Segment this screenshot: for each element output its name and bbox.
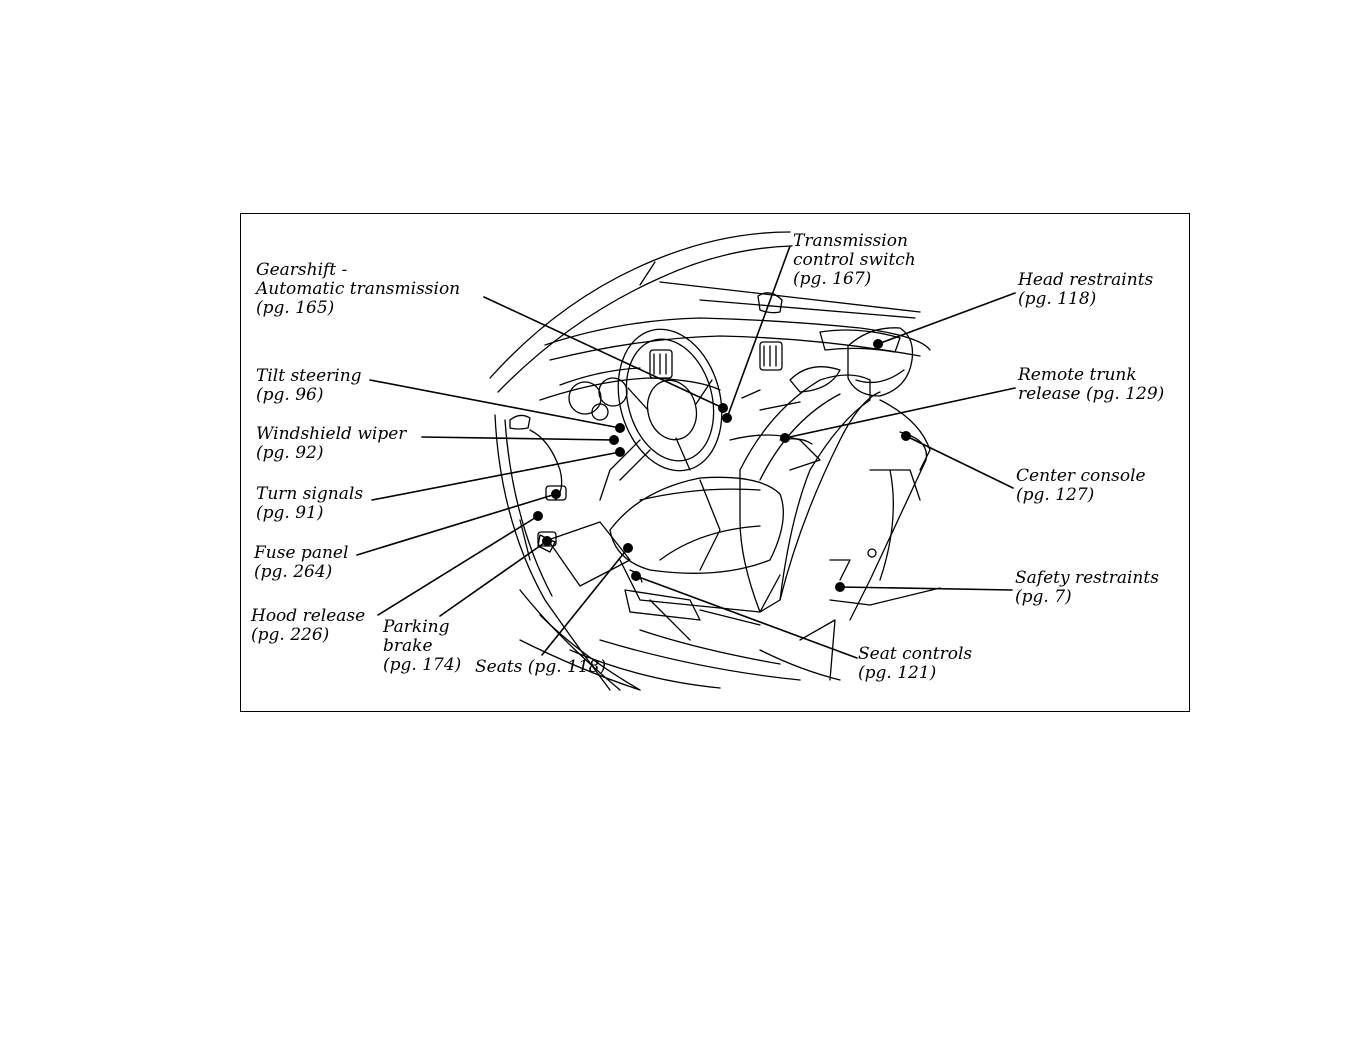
callout-seats: Seats (pg. 118) [475,658,606,677]
callout-transmission-switch-line2: control switch [793,250,916,270]
callout-center-console: Center console (pg. 127) [1016,467,1146,505]
callout-fuse-panel: Fuse panel (pg. 264) [254,544,348,582]
callout-transmission-switch: Transmission control switch (pg. 167) [793,232,916,289]
callout-gearshift-line1: Gearshift - [256,260,348,280]
callout-seats-line1: Seats (pg. 118) [475,657,607,677]
callout-windshield-wiper-page: (pg. 92) [256,443,324,463]
diagram-frame [240,213,1190,712]
callout-turn-signals-page: (pg. 91) [256,503,324,523]
callout-safety-restraints-line1: Safety restraints [1015,568,1159,588]
callout-center-console-line1: Center console [1016,466,1146,486]
callout-turn-signals: Turn signals (pg. 91) [256,485,363,523]
callout-gearshift-page: (pg. 165) [256,298,335,318]
callout-parking-brake-line2: brake [383,636,433,656]
callout-gearshift: Gearshift - Automatic transmission (pg. … [256,261,460,318]
callout-parking-brake: Parking brake (pg. 174) [383,618,461,675]
callout-parking-brake-line1: Parking [383,617,450,637]
callout-windshield-wiper-line1: Windshield wiper [256,424,407,444]
callout-remote-trunk-line2: release (pg. 129) [1018,384,1165,404]
callout-gearshift-line2: Automatic transmission [256,279,461,299]
callout-parking-brake-page: (pg. 174) [383,655,462,675]
callout-windshield-wiper: Windshield wiper (pg. 92) [256,425,406,463]
callout-center-console-page: (pg. 127) [1016,485,1095,505]
callout-head-restraints-line1: Head restraints [1018,270,1154,290]
callout-fuse-panel-page: (pg. 264) [254,562,333,582]
callout-seat-controls-line1: Seat controls [858,644,973,664]
callout-seat-controls: Seat controls (pg. 121) [858,645,972,683]
callout-hood-release-line1: Hood release [251,606,366,626]
callout-turn-signals-line1: Turn signals [256,484,364,504]
callout-tilt-steering: Tilt steering (pg. 96) [256,367,362,405]
callout-hood-release: Hood release (pg. 226) [251,607,365,645]
callout-tilt-steering-page: (pg. 96) [256,385,324,405]
callout-head-restraints: Head restraints (pg. 118) [1018,271,1153,309]
callout-transmission-switch-line1: Transmission [793,231,908,251]
callout-remote-trunk-line1: Remote trunk [1018,365,1137,385]
callout-remote-trunk: Remote trunk release (pg. 129) [1018,366,1164,404]
callout-fuse-panel-line1: Fuse panel [254,543,349,563]
callout-hood-release-page: (pg. 226) [251,625,330,645]
callout-tilt-steering-line1: Tilt steering [256,366,362,386]
callout-safety-restraints-page: (pg. 7) [1015,587,1072,607]
callout-head-restraints-page: (pg. 118) [1018,289,1097,309]
callout-seat-controls-page: (pg. 121) [858,663,937,683]
callout-transmission-switch-page: (pg. 167) [793,269,872,289]
callout-safety-restraints: Safety restraints (pg. 7) [1015,569,1159,607]
